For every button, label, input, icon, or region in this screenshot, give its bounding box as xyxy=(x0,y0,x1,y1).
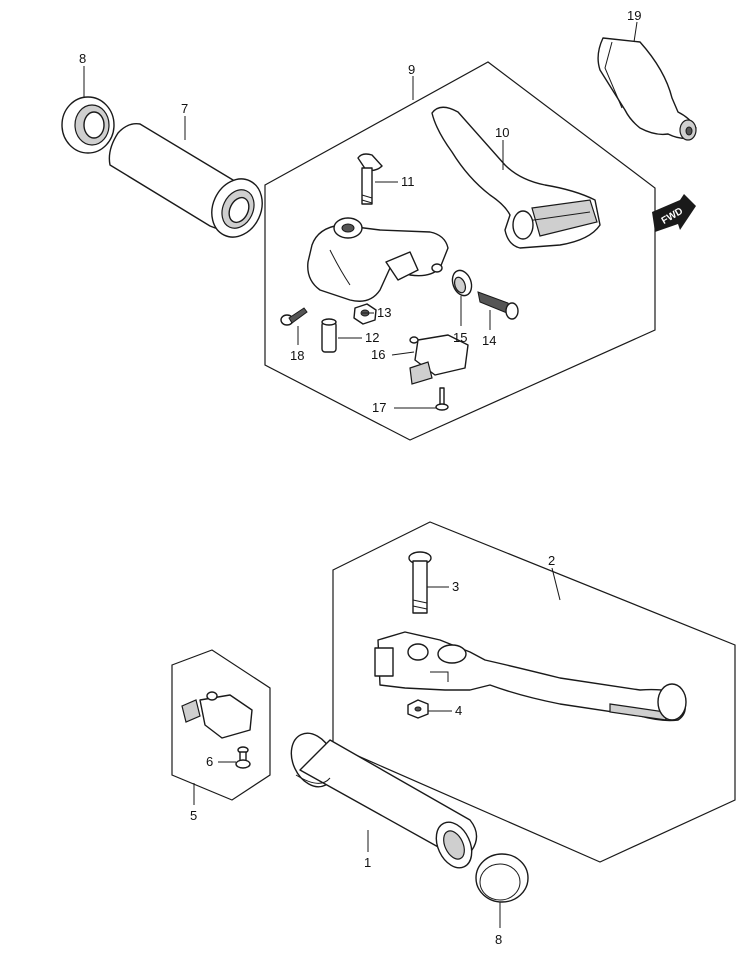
part-7-grip xyxy=(108,123,263,238)
callout-15: 15 xyxy=(453,330,467,345)
part-14-adjuster-bolt xyxy=(477,291,519,320)
part-10-clutch-lever xyxy=(431,106,601,249)
callout-6: 6 xyxy=(206,754,213,769)
part-17-screw xyxy=(435,387,449,411)
part-12-bushing xyxy=(321,318,337,353)
part-4-nut xyxy=(407,699,429,719)
forward-arrow-icon: FWD xyxy=(652,194,696,232)
callout-8-top: 8 xyxy=(79,51,86,66)
part-9-lever-holder xyxy=(307,217,449,302)
callout-14: 14 xyxy=(482,333,496,348)
callout-1: 1 xyxy=(364,855,371,870)
part-18-screw xyxy=(280,307,308,326)
callout-9: 9 xyxy=(408,62,415,77)
part-15-adjuster-wheel xyxy=(451,269,473,297)
assembly-box-9 xyxy=(264,61,656,441)
part-2-brake-lever xyxy=(374,631,687,722)
callout-3: 3 xyxy=(452,579,459,594)
part-13-nut xyxy=(353,303,377,325)
callout-2: 2 xyxy=(548,553,555,568)
part-19-cable-cover xyxy=(597,37,697,141)
callout-8-bottom: 8 xyxy=(495,932,502,947)
callout-16: 16 xyxy=(371,347,385,362)
assembly-box-5 xyxy=(171,649,271,801)
part-8-bottom-end-cap xyxy=(475,853,529,903)
callout-4: 4 xyxy=(455,703,462,718)
callout-10: 10 xyxy=(495,125,509,140)
callout-11: 11 xyxy=(401,174,415,189)
part-16-switch xyxy=(409,334,469,385)
callout-13: 13 xyxy=(377,305,391,320)
callout-12: 12 xyxy=(365,330,379,345)
part-8-top-bushing xyxy=(61,96,115,154)
leader-lines xyxy=(83,21,638,928)
callout-17: 17 xyxy=(372,400,386,415)
callout-19: 19 xyxy=(627,8,641,23)
callout-5: 5 xyxy=(190,808,197,823)
part-6-screw xyxy=(235,746,251,769)
part-5-switch-assembly xyxy=(181,691,253,739)
callout-7: 7 xyxy=(181,101,188,116)
part-11-pivot-bolt xyxy=(357,153,383,205)
part-3-pivot-bolt xyxy=(408,551,432,614)
callout-18: 18 xyxy=(290,348,304,363)
part-1-throttle-grip xyxy=(290,732,478,869)
